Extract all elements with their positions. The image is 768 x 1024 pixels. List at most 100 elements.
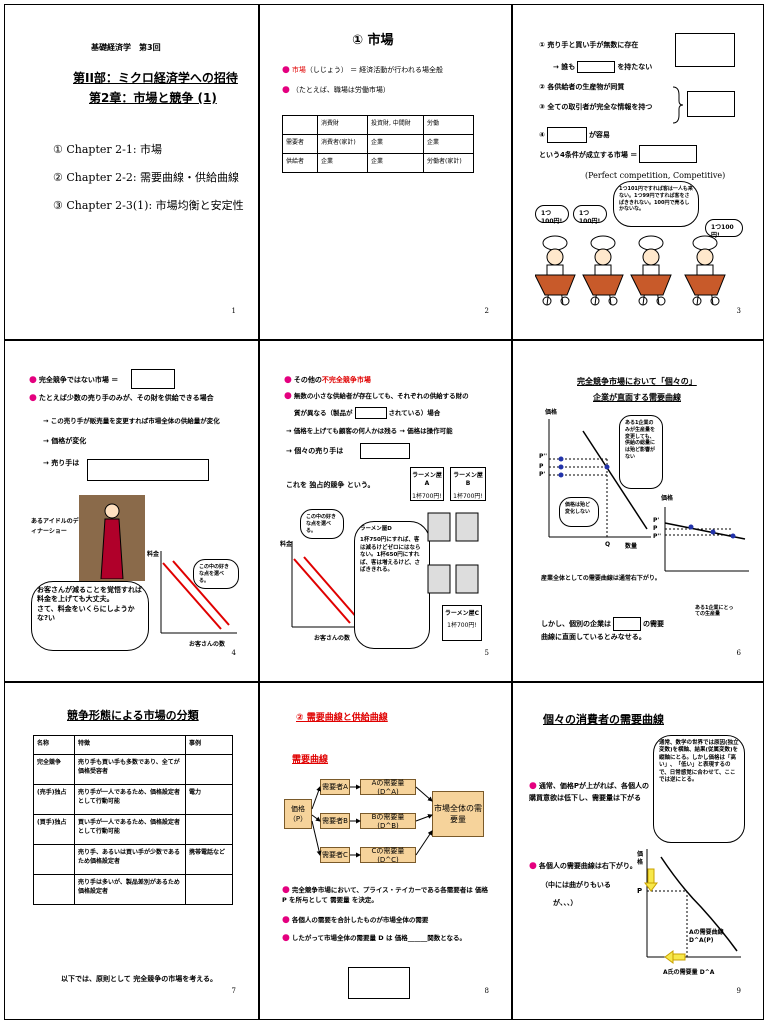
axis-p-label: P xyxy=(637,887,643,895)
seller-thought-bubble: 1つ101円ですれば客は一人も来ない。1つ99円ですれば客をさばききれない。10… xyxy=(613,181,699,227)
toc-item: ② Chapter 2-2: 需要曲線・供給曲線 xyxy=(53,171,240,184)
individual-demand-graph xyxy=(644,849,741,964)
slide-subtitle: 需要曲線 xyxy=(292,755,329,765)
line-6: これを 独占的競争 という。 xyxy=(286,481,375,489)
footer-note: 以下では、原則として 完全競争の市場を考える。 xyxy=(61,975,218,983)
price-label: P'' xyxy=(653,533,662,540)
table-row: 需要者 消費者(家計) 企業 企業 xyxy=(282,134,474,154)
table-row: 売り手は多いが、製品差別があるため価格設定者 xyxy=(33,874,233,905)
line-4: → 価格を上げても顧客の何人かは残る → 価格は操作可能 xyxy=(286,427,453,435)
seller-bubble: 1つ100円! xyxy=(535,205,569,225)
bullet-4: が、、、） xyxy=(553,899,578,907)
page-number: 5 xyxy=(484,649,489,657)
price-label: P' xyxy=(539,471,546,478)
talk-bubble: お客さんが減ることを覚悟すれば料金を上げても大丈夫。さて、料金をいくらにしようか… xyxy=(31,581,149,651)
line-3: → この売り手が販売量を変更すれば市場全体の供給量が変化 xyxy=(43,417,220,425)
answer-box[interactable] xyxy=(687,91,735,117)
sellers-illustration xyxy=(535,235,726,306)
graph-x-label: お客さんの数 xyxy=(314,635,351,642)
table-row: 名称 特徴 事例 xyxy=(33,735,233,755)
bullet-1: ●完全競争市場において、プライス・テイカーである各需要者は 価格P を所与として… xyxy=(282,885,488,905)
axis-y-label-2: 価格 xyxy=(661,495,674,502)
curve-label: Aの需要曲線 D^A(P) xyxy=(689,929,724,944)
note-bubble-2: 価格は殆ど変化しない xyxy=(559,497,599,527)
page-number: 4 xyxy=(231,649,236,657)
bullet-2: ●各個人の需要曲線は右下がり。 xyxy=(529,861,637,871)
slide-title: ② 需要曲線と供給曲線 xyxy=(296,713,388,723)
firm-demand-graph xyxy=(664,507,749,572)
answer-box[interactable] xyxy=(131,369,175,389)
table-row: 売り手、あるいは買い手が少数であるため価格設定者 携帯電話など xyxy=(33,844,233,875)
page-number: 2 xyxy=(484,307,489,315)
course-title: 基礎経済学 第3回 xyxy=(91,43,161,52)
bottom-line-1: しかし、個別の企業はの需要 xyxy=(541,617,664,631)
price-label: P'' xyxy=(539,453,548,460)
graph-y-label: 料金 xyxy=(147,551,160,558)
page-number: 8 xyxy=(484,987,489,995)
axis-x-label: 数量 xyxy=(625,543,638,550)
toc-item: ① Chapter 2-1: 市場 xyxy=(53,143,163,156)
note-bubble: 通常、数学の世界では原因(独立変数)を横軸、結果(従属変数)を縦軸にとる。しかし… xyxy=(653,735,745,843)
axis-y-label: 価格 xyxy=(545,409,558,416)
condition-3: ③ 全ての取引者が完全な情報を持つ xyxy=(539,103,653,111)
price-label: P xyxy=(539,463,544,470)
table-row: (買手)独占 買い手が一人であるため、価格設定者として行動可能 xyxy=(33,814,233,845)
slide-9[interactable]: 個々の消費者の需要曲線 通常、数学の世界では原因(独立変数)を横軸、結果(従属変… xyxy=(512,682,764,1020)
market-table: 消費財 投資財, 中間財 労働 需要者 消費者(家計) 企業 企業 供給者 企業… xyxy=(282,115,474,173)
part-title: 第II部：ミクロ経済学への招待 xyxy=(73,71,238,85)
bullet-3: （中には曲がりもいる xyxy=(541,881,611,889)
classification-table: 名称 特徴 事例 完全競争 売り手も買い手も多数であり、全てが価格受容者 (売手… xyxy=(33,735,233,905)
ramen-shops-illustration xyxy=(427,512,479,594)
demand-box: Cの需要量 (D^C) xyxy=(360,847,416,864)
market-demand-box: 市場全体の需要量 xyxy=(432,791,484,837)
answer-box[interactable] xyxy=(348,967,410,999)
bullet-1: ●通常、価格Pが上がれば、各個人の購買意欲は低下し、需要量は下がる xyxy=(529,781,649,803)
slide-3[interactable]: ① 売り手と買い手が無数に存在 → 誰もを持たない ② 各供給者の生産物が同質 … xyxy=(512,4,764,340)
slide-title: 個々の消費者の需要曲線 xyxy=(543,713,664,726)
page-number: 6 xyxy=(736,649,741,657)
answer-box[interactable] xyxy=(639,145,697,163)
english-term: (Perfect competition, Competitive) xyxy=(585,171,726,180)
answer-box[interactable] xyxy=(360,443,410,459)
seller-bubble: 1つ100円! xyxy=(705,219,743,239)
slide-2[interactable]: ① 市場 ●市場（しじょう） ＝ 経済活動が行われる場全般 ●（たとえば、職場は… xyxy=(259,4,512,340)
slide-5[interactable]: ●その他の不完全競争市場 ●無数の小さな供給者が存在しても、それぞれの供給する財… xyxy=(259,340,512,682)
page-number: 9 xyxy=(736,987,741,995)
condition-1b: → 誰もを持たない xyxy=(553,61,653,73)
page-number: 3 xyxy=(736,307,741,315)
quantity-label: Q xyxy=(605,541,611,548)
seller-bubble: 1つ100円! xyxy=(573,205,607,225)
buyer-box: 需要者B xyxy=(320,813,350,829)
graph-bubble: この中の好きな点を選べる。 xyxy=(193,559,239,589)
slide-8[interactable]: ② 需要曲線と供給曲線 需要曲線 価格（P） 需要者A 需要者B 需要者C Aの… xyxy=(259,682,512,1020)
answer-box[interactable] xyxy=(675,33,735,67)
axis-x-label-2: ある1企業にとっての生産量 xyxy=(695,605,734,618)
slide-1[interactable]: 基礎経済学 第3回 第II部：ミクロ経済学への招待 第2章：市場と競争 (1) … xyxy=(4,4,259,340)
slide-title: 競争形態による市場の分類 xyxy=(67,709,199,722)
slide-7[interactable]: 競争形態による市場の分類 名称 特徴 事例 完全競争 売り手も買い手も多数であり… xyxy=(4,682,259,1020)
line-1: ●その他の不完全競争市場 xyxy=(284,375,371,385)
line-5: → 売り手は xyxy=(43,459,80,467)
industry-demand-graph xyxy=(548,419,651,538)
answer-box[interactable] xyxy=(87,459,209,481)
line-3: 質が異なる（製品がされている）場合 xyxy=(294,407,441,419)
line-1: ●完全競争ではない市場 ＝ xyxy=(29,375,119,385)
bullet-2: ●各個人の需要を合計したものが市場全体の需要 xyxy=(282,915,429,925)
slide-4[interactable]: ●完全競争ではない市場 ＝ ●たとえば少数の売り手のみが、その財を供給できる場合… xyxy=(4,340,259,682)
price-label: P' xyxy=(653,517,660,524)
idol-caption: あるアイドルのディナーショー xyxy=(31,518,79,535)
slide-title-2: 企業が直面する需要曲線 xyxy=(593,393,681,402)
table-row: 完全競争 売り手も買い手も多数であり、全てが価格受容者 xyxy=(33,754,233,785)
condition-2: ② 各供給者の生産物が同質 xyxy=(539,83,625,91)
slide-title: 完全競争市場において「個々の」 xyxy=(577,377,697,386)
demand-graph xyxy=(291,541,368,628)
slide-6[interactable]: 完全競争市場において「個々の」 企業が直面する需要曲線 価格 P'' P P' … xyxy=(512,340,764,682)
line-5: → 個々の売り手は xyxy=(286,447,344,455)
chapter-title: 第2章：市場と競争 (1) xyxy=(89,91,217,105)
graph-y-label: 料金 xyxy=(280,541,293,548)
